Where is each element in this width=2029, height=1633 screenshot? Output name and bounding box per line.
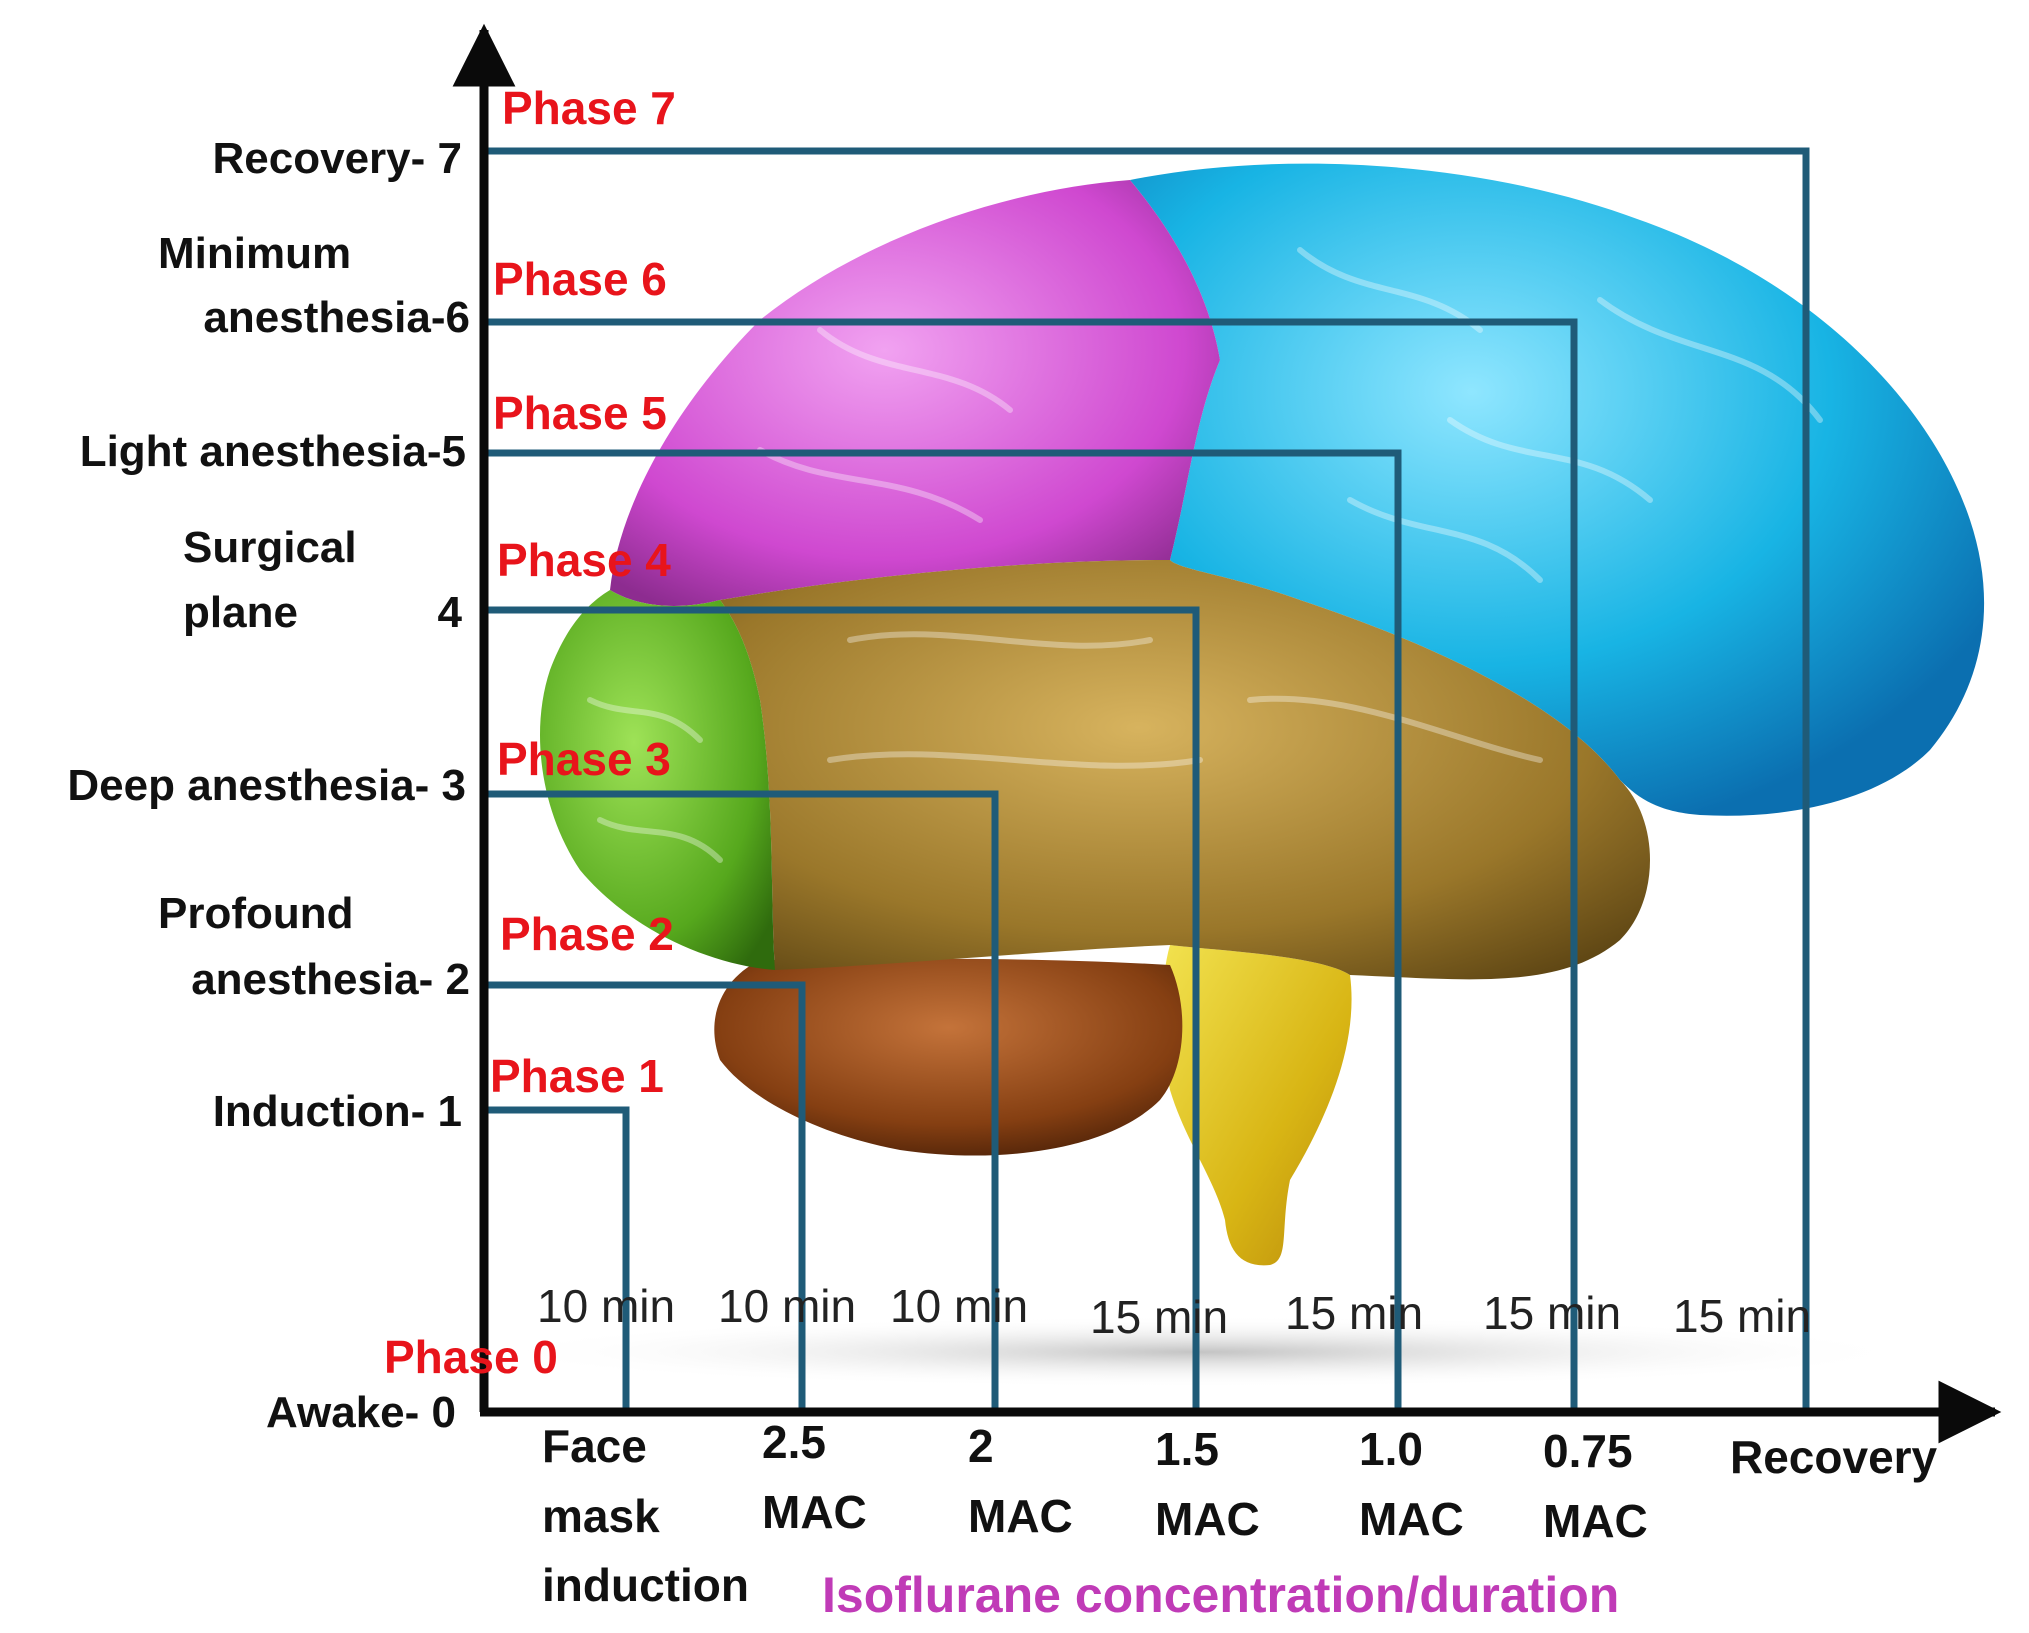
phase-label-2: Phase 2 xyxy=(500,908,674,960)
x-step-label-3: 1.5 xyxy=(1155,1423,1219,1475)
x-step-label-0: induction xyxy=(542,1559,749,1611)
y-level-label-6: anesthesia-6 xyxy=(203,293,470,342)
brain-cerebellum xyxy=(714,958,1183,1156)
brain-shadow xyxy=(480,1316,1920,1388)
connector-line-phase-5 xyxy=(484,449,1402,1412)
phase-connectors xyxy=(484,147,1810,1412)
x-step-label-3: MAC xyxy=(1155,1493,1260,1545)
y-level-label-6: Minimum xyxy=(158,229,351,278)
x-step-label-5: MAC xyxy=(1543,1495,1648,1547)
phase-label-5: Phase 5 xyxy=(493,387,667,439)
y-level-label-0: Awake- 0 xyxy=(266,1388,456,1437)
connector-line-phase-6 xyxy=(484,318,1578,1412)
x-step-label-0: mask xyxy=(542,1490,660,1542)
brain-frontal-lobe xyxy=(610,180,1220,606)
y-level-label-4: Surgical xyxy=(183,523,357,572)
y-level-label-3: Deep anesthesia- 3 xyxy=(67,761,466,810)
phase-label-0: Phase 0 xyxy=(384,1331,558,1383)
brain-parietal-lobe xyxy=(1130,163,1985,816)
connector-line-phase-7 xyxy=(484,147,1810,1412)
x-axis-title: Isoflurane concentration/duration xyxy=(822,1567,1619,1623)
duration-label-3: 15 min xyxy=(1090,1291,1228,1343)
y-level-label-2: Profound xyxy=(158,889,354,938)
x-step-label-1: MAC xyxy=(762,1486,867,1538)
x-step-label-4: MAC xyxy=(1359,1493,1464,1545)
y-level-label-5: Light anesthesia-5 xyxy=(80,427,466,476)
x-step-label-0: Face xyxy=(542,1420,647,1472)
y-level-label-4: plane xyxy=(183,588,298,637)
x-step-label-2: 2 xyxy=(968,1420,994,1472)
y-level-label-4: 4 xyxy=(438,588,463,637)
brain-illustration xyxy=(480,163,1985,1388)
x-step-label-2: MAC xyxy=(968,1490,1073,1542)
x-step-label-5: 0.75 xyxy=(1543,1425,1633,1477)
phase-label-1: Phase 1 xyxy=(490,1050,664,1102)
connector-line-phase-2 xyxy=(484,981,806,1412)
duration-label-2: 10 min xyxy=(890,1280,1028,1332)
connector-line-phase-3 xyxy=(484,790,999,1412)
axes xyxy=(452,23,2002,1444)
brain-stem xyxy=(1162,945,1352,1266)
y-level-label-1: Induction- 1 xyxy=(213,1087,462,1136)
y-level-label-2: anesthesia- 2 xyxy=(191,955,470,1004)
connector-line-phase-4 xyxy=(484,606,1200,1412)
phase-label-7: Phase 7 xyxy=(502,82,676,134)
x-step-label-1: 2.5 xyxy=(762,1416,826,1468)
duration-label-1: 10 min xyxy=(718,1280,856,1332)
duration-label-5: 15 min xyxy=(1483,1287,1621,1339)
duration-label-0: 10 min xyxy=(537,1280,675,1332)
phase-label-6: Phase 6 xyxy=(493,253,667,305)
duration-label-4: 15 min xyxy=(1285,1287,1423,1339)
y-level-label-7: Recovery- 7 xyxy=(213,134,462,183)
phase-label-3: Phase 3 xyxy=(497,733,671,785)
phase-labels: Phase 0 Phase 1 Phase 2 Phase 3 Phase 4 Phase… xyxy=(384,82,676,1383)
duration-label-6: 15 min xyxy=(1673,1290,1811,1342)
brain-prefrontal-lobe xyxy=(540,590,775,970)
y-axis-labels: Awake- 0 Induction- 1 Profound anesthesia- … xyxy=(67,134,470,1437)
phase-label-4: Phase 4 xyxy=(497,534,671,586)
x-step-label-4: 1.0 xyxy=(1359,1423,1423,1475)
duration-labels: 10 min 10 min 10 min 15 min 15 min 15 min 15 m… xyxy=(537,1280,1811,1343)
x-step-label-6: Recovery xyxy=(1730,1431,1938,1483)
connector-line-phase-1 xyxy=(484,1106,630,1412)
brain-temporal-lobe xyxy=(720,560,1650,980)
